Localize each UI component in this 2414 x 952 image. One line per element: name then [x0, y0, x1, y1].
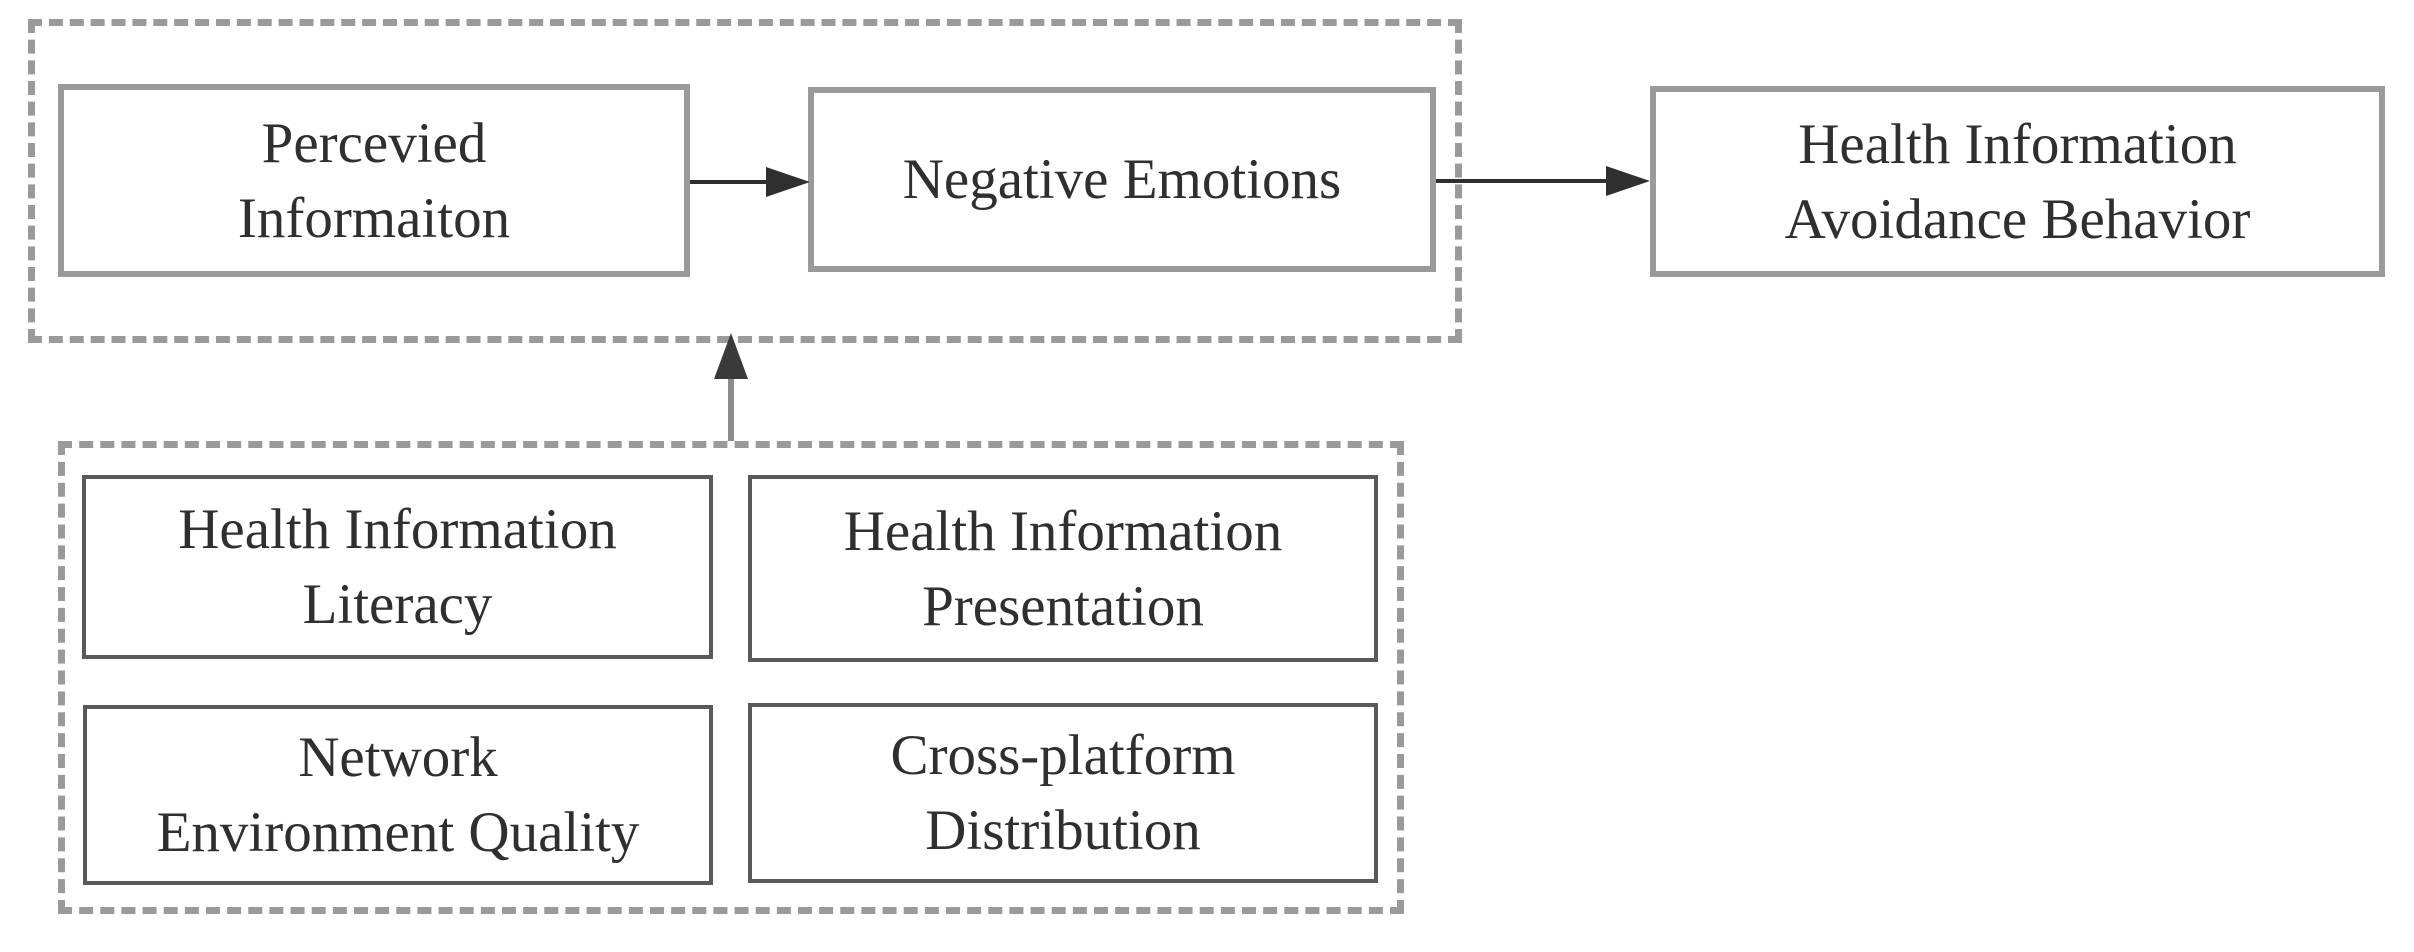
node-label-line: Health Information	[178, 498, 617, 561]
node-health-information-avoidance-behavior: Health Information Avoidance Behavior	[1650, 86, 2385, 277]
arrow-line	[690, 180, 770, 184]
node-label-line: Environment Quality	[156, 801, 640, 864]
node-negative-emotions: Negative Emotions	[808, 87, 1436, 272]
arrowhead-right-icon	[1606, 166, 1650, 196]
arrow-line	[728, 378, 734, 441]
node-label-line: Presentation	[922, 574, 1204, 638]
node-label-line: Literacy	[302, 573, 493, 636]
moderators-group-outline	[58, 441, 1404, 914]
node-perceived-information: Percevied Informaiton	[58, 84, 690, 277]
arrow-line	[1436, 179, 1608, 183]
node-label-line: Informaiton	[237, 186, 511, 250]
node-label-line: Network	[298, 726, 498, 789]
node-health-information-literacy: Health Information Literacy	[82, 475, 713, 659]
node-label-line: Negative Emotions	[902, 148, 1342, 211]
node-health-information-presentation: Health Information Presentation	[748, 475, 1378, 662]
arrowhead-right-icon	[766, 167, 810, 197]
node-label-line: Cross-platform	[890, 724, 1236, 787]
arrowhead-up-icon	[714, 333, 748, 379]
node-network-environment-quality: Network Environment Quality	[83, 705, 713, 885]
node-label-line: Health Information	[843, 499, 1283, 563]
node-label-line: Avoidance Behavior	[1784, 187, 2251, 251]
node-label-line: Health Information	[1798, 112, 2237, 176]
node-label-line: Percevied	[261, 111, 487, 175]
node-cross-platform-distribution: Cross-platform Distribution	[748, 703, 1378, 883]
node-label-line: Distribution	[925, 799, 1201, 862]
